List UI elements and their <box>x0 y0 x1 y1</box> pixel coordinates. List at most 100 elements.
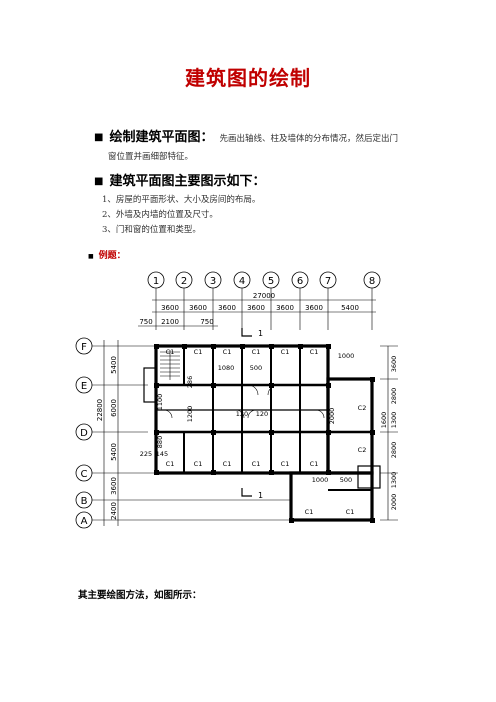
plan-labels: C1 C1 C1 C1 C1 C1 C1 C1 C1 C1 C1 C1 C1 C… <box>140 348 367 516</box>
axis-label: 4 <box>239 276 245 287</box>
section-note: 先画出轴线、柱及墙体的分布情况，然后定出门 <box>219 133 398 144</box>
section-heading-plan-drawing: ■ 绘制建筑平面图： 先画出轴线、柱及墙体的分布情况，然后定出门 <box>94 126 398 145</box>
dim-label: 500 <box>340 476 352 484</box>
axis-label: 5 <box>268 276 274 287</box>
axis-bubble: D <box>75 423 93 441</box>
dim-label: 225 <box>140 450 152 458</box>
window-label: C1 <box>310 348 319 356</box>
door-swings <box>163 384 325 419</box>
dim-label: 3600 <box>390 356 398 373</box>
axis-label: B <box>81 496 88 507</box>
axis-bubble: C <box>75 464 93 482</box>
window-label: C1 <box>252 460 261 468</box>
dim-label: 286 <box>186 376 194 388</box>
axis-label: E <box>81 381 87 392</box>
axis-label: 8 <box>369 276 375 287</box>
bullet-icon: ■ <box>94 132 104 143</box>
dim-label: 1200 <box>186 406 194 423</box>
footer-text: 其主要绘图方法，如图所示： <box>78 590 202 601</box>
dim-label: 120 <box>236 410 248 418</box>
right-dimension-labels: 3600 2800 1300 1600 2800 1300 2000 <box>380 356 398 511</box>
dim-total-left: 22800 <box>96 399 104 421</box>
dim-label: 3600 <box>247 304 265 312</box>
dim-label: 500 <box>250 364 262 372</box>
section-note-continuation: 窗位置并画细部特征。 <box>108 152 194 162</box>
dim-label: 2000 <box>390 494 398 511</box>
dim-label: 2100 <box>161 318 179 326</box>
section-heading-text: 绘制建筑平面图： <box>109 130 214 145</box>
top-axis-bubbles: 1 2 3 4 5 6 7 8 <box>147 271 381 289</box>
section-heading-text: 建筑平面图主要图示如下： <box>109 174 266 189</box>
window-label: C1 <box>166 460 175 468</box>
axis-bubble: 6 <box>291 271 309 289</box>
dim-label: 3600 <box>276 304 294 312</box>
axis-label: A <box>81 516 88 527</box>
window-label: C2 <box>358 446 367 454</box>
axis-bubble: F <box>75 337 93 355</box>
dim-label: 750 <box>139 318 152 326</box>
plan-content-list: 1、房屋的平面形状、大小及房间的布局。 2、外墙及内墙的位置及尺寸。 3、门和窗… <box>102 193 260 238</box>
axis-bubble: 8 <box>363 271 381 289</box>
axis-label: C <box>81 469 88 480</box>
dim-label: 3600 <box>305 304 323 312</box>
right-dimension-lines <box>380 345 398 521</box>
dim-label: 120 <box>256 410 268 418</box>
window-label: C1 <box>252 348 261 356</box>
top-dimension-labels: 3600 3600 3600 3600 3600 3600 5400 750 2… <box>139 304 359 326</box>
axis-label: 1 <box>153 276 159 287</box>
dim-label: 3600 <box>161 304 179 312</box>
window-label: C1 <box>194 460 203 468</box>
axis-bubble: B <box>75 491 93 509</box>
list-item: 1、房屋的平面形状、大小及房间的布局。 <box>102 195 261 205</box>
example-label: ■ 例题： <box>88 248 126 261</box>
dim-label: 3600 <box>218 304 236 312</box>
top-dimension-lines <box>138 288 376 330</box>
axis-bubble: 1 <box>147 271 165 289</box>
floor-plan-drawing: 1 2 3 4 5 6 7 8 27000 3600 3600 3600 360… <box>75 271 398 529</box>
section-mark-label: 1 <box>258 329 263 338</box>
dim-label: 2400 <box>110 502 118 520</box>
window-label: C2 <box>358 404 367 412</box>
axis-label: 7 <box>325 276 331 287</box>
dim-total-top: 27000 <box>253 292 275 300</box>
building-walls <box>143 344 381 522</box>
axis-label: 2 <box>181 276 187 287</box>
axis-label: F <box>81 342 87 353</box>
example-label-text: 例题： <box>98 251 126 261</box>
window-label: C1 <box>346 508 355 516</box>
axis-bubble: 3 <box>204 271 222 289</box>
axis-bubble: 4 <box>233 271 251 289</box>
dim-label: 5400 <box>110 356 118 374</box>
dim-label: 2000 <box>328 408 336 425</box>
axis-label: 6 <box>297 276 303 287</box>
axis-label: D <box>80 428 88 439</box>
page-title: 建筑图的绘制 <box>185 66 311 90</box>
dim-label: 1000 <box>312 476 329 484</box>
window-label: C1 <box>305 508 314 516</box>
dim-label: 3600 <box>110 477 118 495</box>
dim-label: 2800 <box>390 442 398 459</box>
section-marks <box>241 328 252 497</box>
dim-label: 1300 <box>390 412 398 429</box>
axis-bubble: A <box>75 511 93 529</box>
axis-bubble: 5 <box>262 271 280 289</box>
window-label: C1 <box>166 348 175 356</box>
bullet-icon: ■ <box>88 253 94 260</box>
window-label: C1 <box>194 348 203 356</box>
dim-label: 880 <box>156 436 164 448</box>
window-label: C1 <box>223 460 232 468</box>
structural-columns <box>154 344 375 523</box>
bullet-icon: ■ <box>94 176 104 187</box>
window-label: C1 <box>281 460 290 468</box>
dim-label: 2800 <box>390 388 398 405</box>
list-item: 3、门和窗的位置和类型。 <box>102 225 201 235</box>
axis-label: 3 <box>210 276 216 287</box>
dim-label: 3600 <box>189 304 207 312</box>
stair-hatch <box>160 350 180 380</box>
left-dimension-lines <box>92 340 291 526</box>
dim-label: 5400 <box>341 304 359 312</box>
window-label: C1 <box>310 460 319 468</box>
dim-label: 5400 <box>110 443 118 461</box>
left-axis-bubbles: F E D C B A <box>75 337 93 529</box>
